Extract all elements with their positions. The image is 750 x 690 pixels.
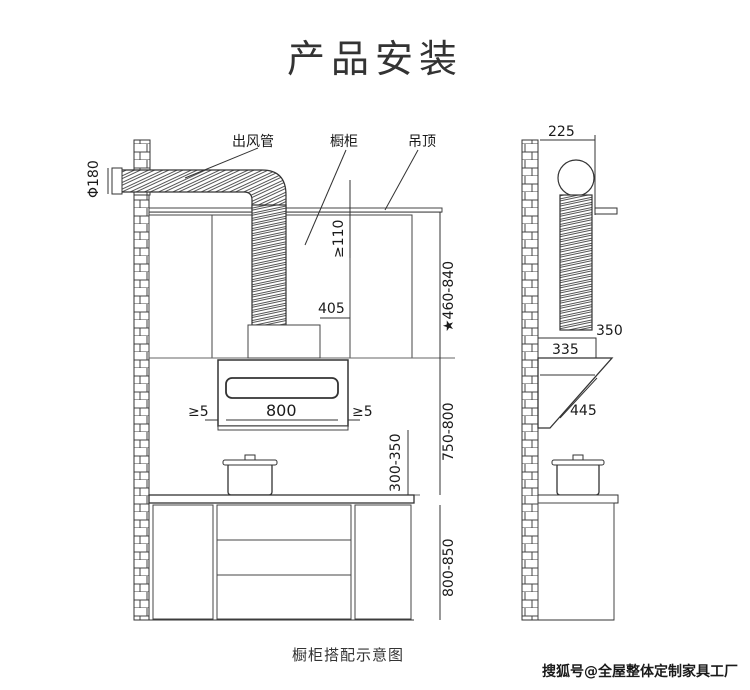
duct-label: 出风管	[232, 134, 274, 150]
right-gap: ≥5	[352, 404, 373, 420]
ceiling-label: 吊顶	[408, 134, 436, 150]
side-brick-wall	[521, 139, 539, 621]
pot	[227, 462, 273, 496]
countertop	[148, 494, 415, 504]
side-countertop	[537, 494, 619, 504]
diagram-caption: 橱柜搭配示意图	[292, 646, 405, 664]
brick-wall	[133, 194, 150, 621]
side-slope: 445	[570, 403, 597, 419]
upper-cabinet-left	[148, 214, 213, 359]
counter-height: 800-850	[441, 539, 457, 598]
side-base-cabinet	[537, 502, 615, 621]
base-cabinet-right	[354, 504, 412, 620]
front-view: 出风管 橱柜 吊顶 Φ180 ≥110 405 800 ≥5 ≥5 ★460-8…	[86, 134, 457, 621]
page-title: 产品安装	[286, 37, 463, 81]
hood-panel	[225, 377, 339, 399]
side-pot	[556, 462, 600, 496]
side-duct	[559, 194, 593, 331]
upper-cabinet-right	[349, 214, 413, 359]
hood-top-width: 405	[318, 301, 345, 317]
upper-height: ★460-840	[441, 261, 457, 332]
base-cabinet-left	[152, 504, 214, 620]
side-depth-lower: 335	[552, 342, 579, 358]
hood-to-pot: 300-350	[388, 434, 404, 493]
duct-section	[557, 159, 595, 197]
hood-chimney	[247, 324, 321, 359]
duct-vertical	[251, 204, 287, 326]
side-depth-upper: 350	[596, 323, 623, 339]
left-gap: ≥5	[188, 404, 209, 420]
duct-diameter: Φ180	[86, 160, 102, 198]
above-cabinet-dim: ≥110	[331, 220, 347, 258]
base-cabinet-mid	[216, 504, 352, 620]
cabinet-label: 橱柜	[330, 134, 358, 150]
hood-width: 800	[266, 401, 297, 420]
side-top-width: 225	[548, 124, 575, 140]
watermark: 搜狐号@全屋整体定制家具工厂	[542, 664, 738, 680]
side-view: 225 350 335 445	[521, 124, 623, 621]
mid-height: 750-800	[441, 403, 457, 462]
side-ceiling	[594, 207, 618, 215]
